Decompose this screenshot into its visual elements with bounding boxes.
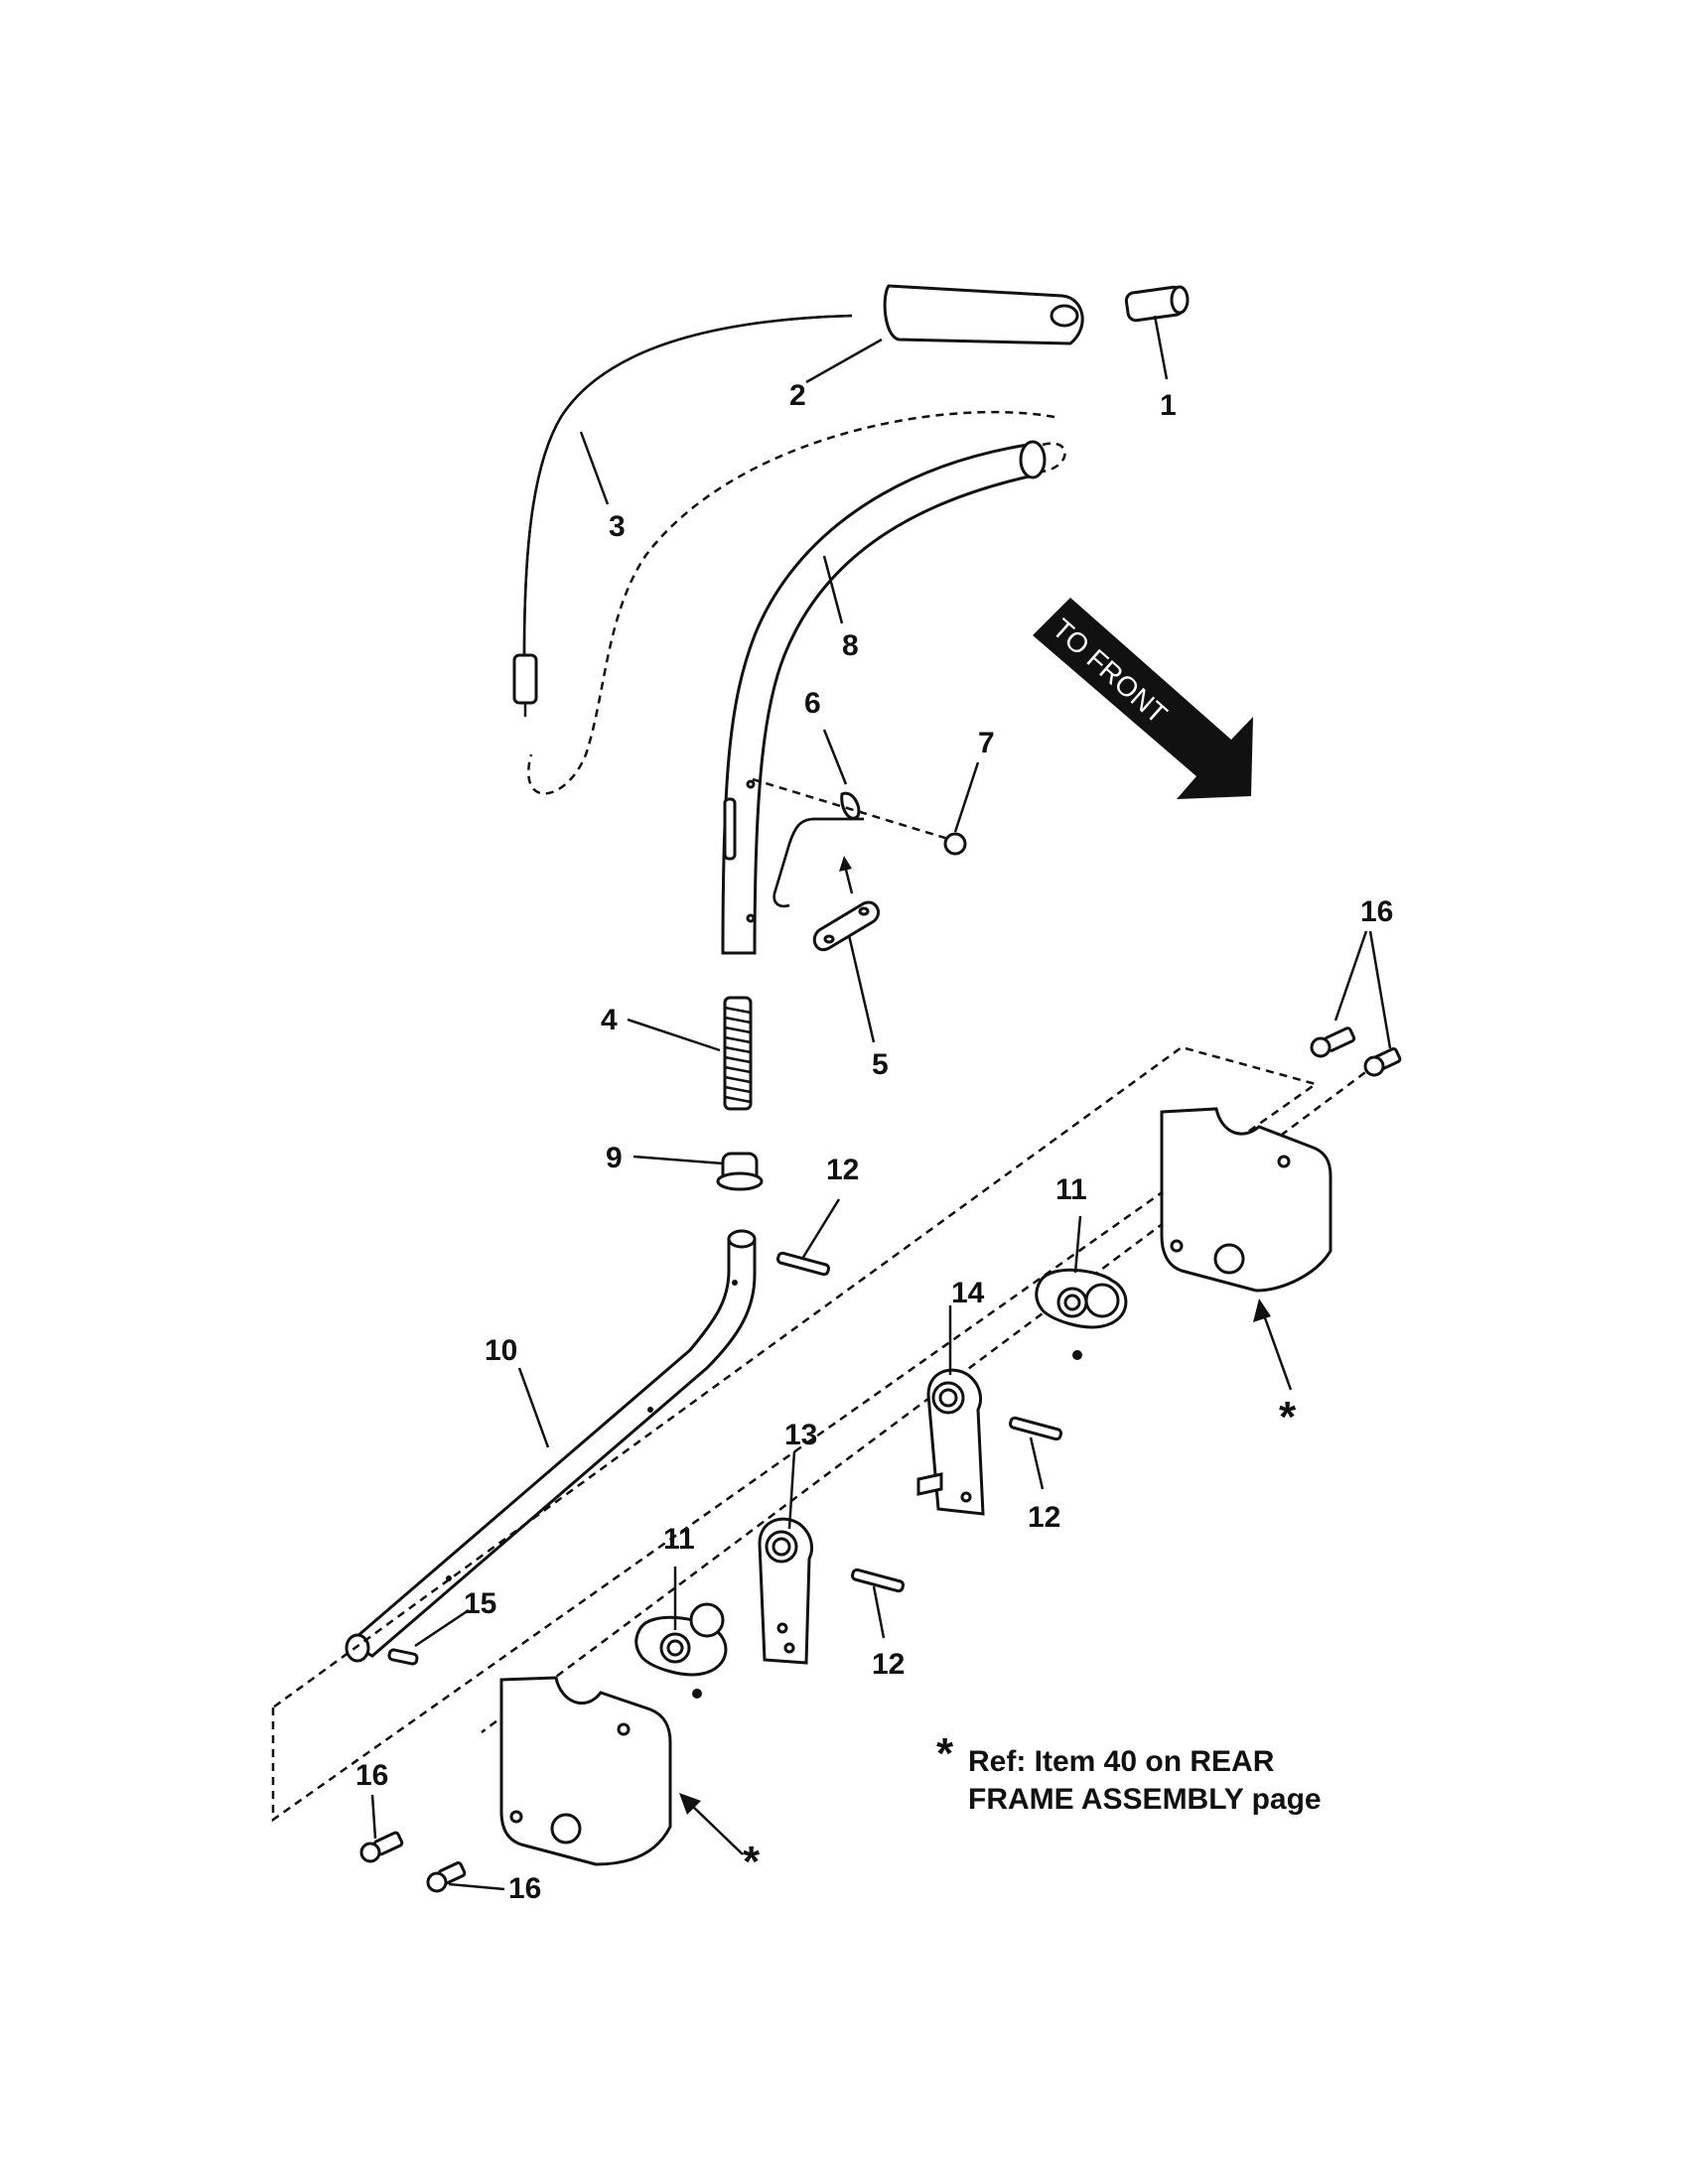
callout-11-left: 11 <box>663 1523 695 1556</box>
link-plate-part-5 <box>812 900 880 952</box>
cable-routing-dashed-line <box>527 410 1055 795</box>
handle-grip-part-2 <box>883 284 1084 345</box>
nut-part-7 <box>943 832 967 856</box>
callout-12-mid: 12 <box>1028 1501 1060 1534</box>
callout-16-bottom: 16 <box>508 1872 541 1905</box>
cap-part-9 <box>716 1152 764 1191</box>
asterisk-callout-left: * <box>743 1838 761 1886</box>
lever-tube-part-10 <box>345 1229 757 1663</box>
spring-part-4 <box>723 996 753 1111</box>
to-front-arrow: TO FRONT <box>1033 598 1253 799</box>
bracket-plate-right <box>1160 1107 1333 1293</box>
bushing-part-1 <box>1124 285 1190 323</box>
callout-6: 6 <box>804 687 821 720</box>
bracket-plate-left <box>499 1676 672 1866</box>
callout-2: 2 <box>789 379 806 412</box>
roll-pin-part-12c <box>850 1568 906 1593</box>
pin-part-15 <box>387 1648 419 1666</box>
callout-12-top: 12 <box>826 1154 859 1186</box>
callout-13: 13 <box>784 1419 817 1451</box>
callout-16-left: 16 <box>355 1759 388 1792</box>
fastener-dot <box>1072 1350 1082 1360</box>
callout-16-top: 16 <box>1360 895 1393 928</box>
arm-part-14 <box>916 1368 985 1516</box>
callout-7: 7 <box>978 727 995 759</box>
callout-11-right: 11 <box>1055 1173 1087 1206</box>
callout-12-low: 12 <box>872 1648 905 1681</box>
bolt-part-16-a <box>1310 1026 1356 1058</box>
flange-bearing-part-11-right <box>1035 1268 1128 1329</box>
bolt-part-16-d <box>426 1861 467 1893</box>
note-asterisk: * <box>936 1729 954 1778</box>
callout-3: 3 <box>609 510 626 543</box>
asterisk-callout-right: * <box>1279 1393 1297 1441</box>
callout-8: 8 <box>842 629 859 662</box>
callout-5: 5 <box>872 1048 889 1081</box>
callout-15: 15 <box>464 1587 496 1620</box>
note-line-1: Ref: Item 40 on REAR <box>968 1745 1275 1778</box>
assembly-outline-dashed <box>271 1045 1319 1823</box>
flange-bearing-part-11-left <box>634 1602 728 1677</box>
fastener-dot <box>692 1689 702 1699</box>
callout-10: 10 <box>485 1334 517 1367</box>
pin-alignment-dashed-line <box>752 777 949 841</box>
handle-tube-part-8 <box>721 440 1066 955</box>
roll-pin-part-12b <box>1008 1416 1063 1441</box>
bolt-part-16-c <box>359 1831 404 1863</box>
bolt-part-16-b <box>1363 1047 1402 1077</box>
callout-9: 9 <box>606 1142 623 1174</box>
to-front-label: TO FRONT <box>1047 613 1173 730</box>
note-line-2: FRAME ASSEMBLY page <box>968 1783 1322 1816</box>
pivot-rod <box>772 817 864 908</box>
cable-part-3 <box>512 314 853 717</box>
callout-14: 14 <box>951 1277 985 1309</box>
roll-pin-part-12a <box>775 1251 831 1277</box>
clip-part-6 <box>840 791 861 820</box>
callout-4: 4 <box>601 1004 618 1036</box>
callout-1: 1 <box>1160 389 1177 422</box>
arm-part-13 <box>758 1517 813 1665</box>
